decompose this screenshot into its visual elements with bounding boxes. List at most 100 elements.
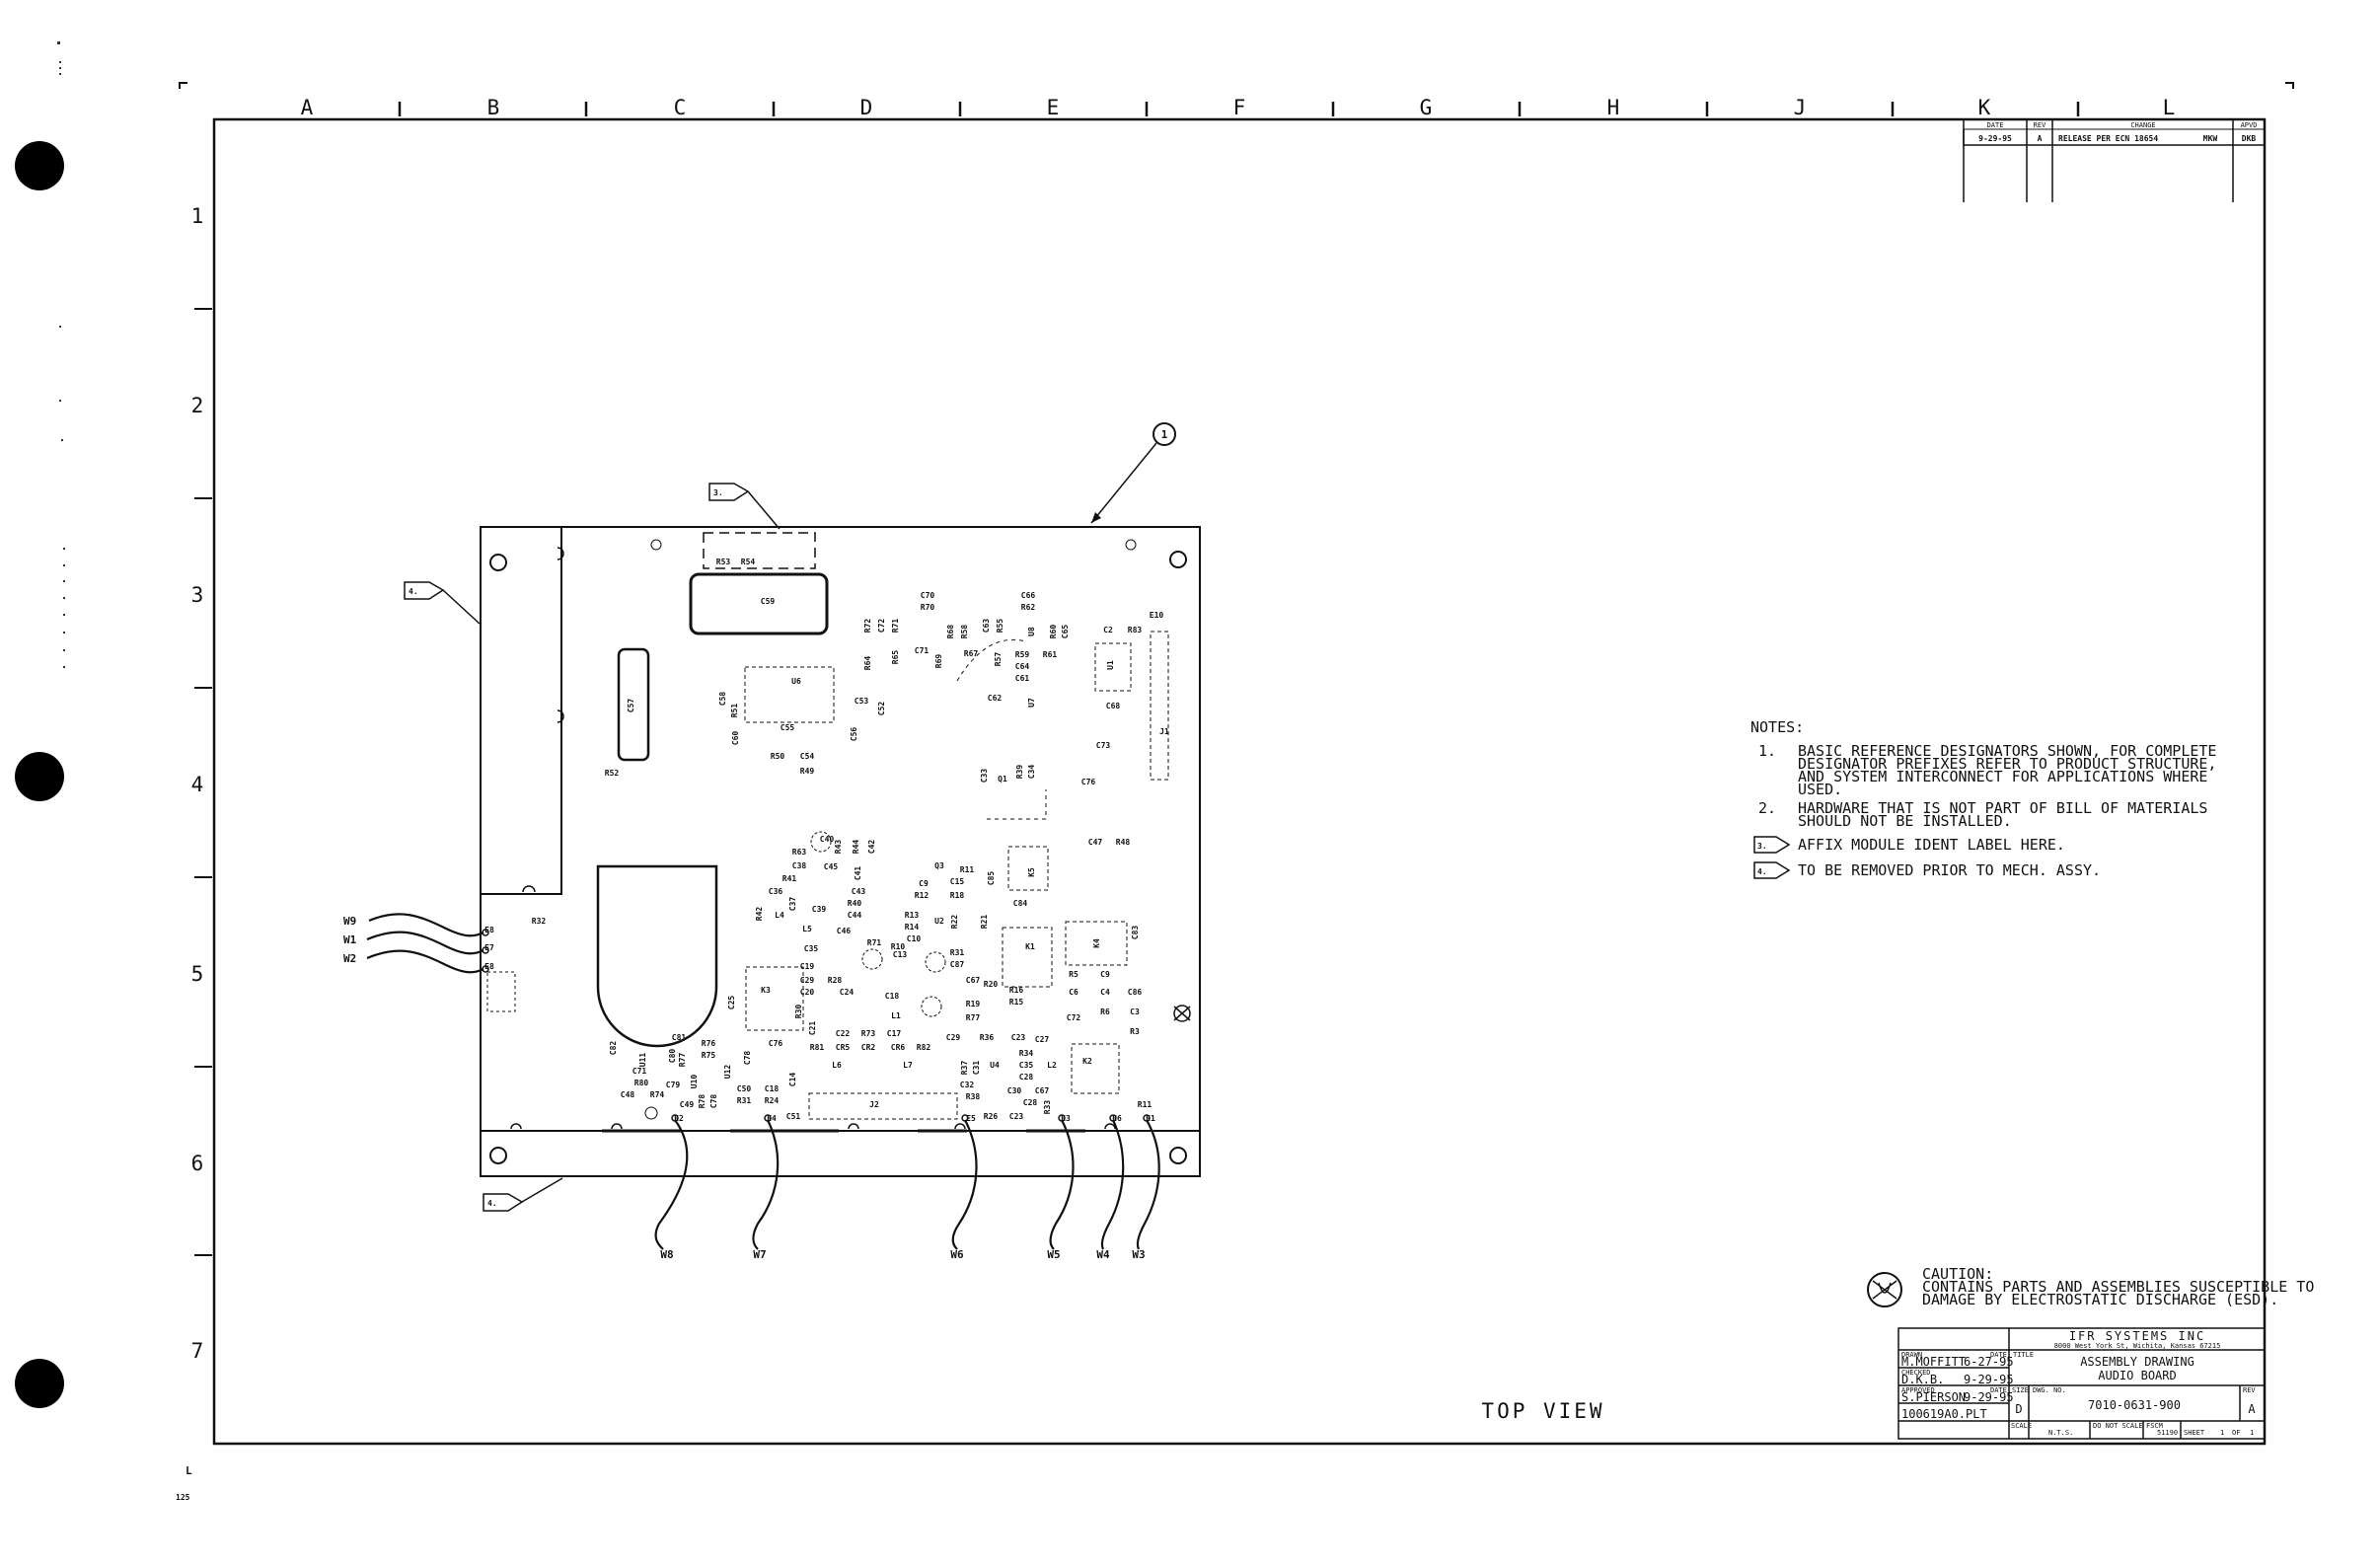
ref-designator: C39 — [812, 905, 827, 914]
wire-w9 — [368, 913, 484, 937]
of-label: OF — [2232, 1429, 2240, 1437]
ref-designator: C2 — [1103, 626, 1113, 634]
flag-3-label: 3. — [713, 488, 723, 497]
ref-designator: U7 — [1027, 698, 1036, 708]
rev-header-change: CHANGE — [2130, 121, 2155, 129]
ref-designator: C3 — [1130, 1007, 1140, 1016]
ref-designator: E7 — [484, 943, 494, 952]
ref-designator: R28 — [828, 976, 843, 985]
wire-w7 — [752, 1119, 780, 1250]
ref-designator: C76 — [1081, 778, 1096, 786]
scale-label: SCALE — [2011, 1422, 2032, 1430]
ref-designator: E6 — [1112, 1114, 1122, 1123]
wire-w1 — [366, 931, 484, 955]
ref-designator: E8 — [484, 962, 494, 971]
ref-designator: R5 — [1069, 970, 1078, 979]
ref-designator: C25 — [727, 996, 736, 1010]
ref-designator: R59 — [1015, 650, 1030, 659]
ref-designator: R76 — [702, 1039, 716, 1048]
ic-u6 — [744, 666, 835, 723]
ref-designator: L4 — [775, 911, 784, 920]
rev-by: MKW — [2203, 134, 2218, 143]
ref-designator: R50 — [771, 752, 785, 761]
connector-j1 — [1150, 631, 1169, 781]
ref-designator: C20 — [800, 988, 815, 997]
drawn-by: M.MOFFITT — [1901, 1355, 1966, 1369]
ref-designator: R78 — [698, 1094, 707, 1109]
rev-header-apvd: APVD — [2241, 121, 2258, 129]
drawn-date: 6-27-95 — [1964, 1355, 2014, 1369]
ref-designator: C40 — [820, 835, 835, 844]
ref-designator: C66 — [1021, 591, 1036, 600]
ref-designator: R81 — [810, 1043, 825, 1052]
ref-designator: E8 — [484, 926, 494, 934]
corner-mark-top-right — [2285, 82, 2294, 89]
ref-designator: R43 — [834, 840, 843, 855]
ref-designator: C72 — [1067, 1013, 1081, 1022]
relay-k2 — [1071, 1043, 1120, 1094]
ref-designator: E3 — [1061, 1114, 1071, 1123]
sheet-total: 1 — [2250, 1429, 2254, 1437]
ref-designator: R72 — [863, 619, 872, 634]
note-1-number: 1. — [1758, 742, 1776, 760]
ref-designator: C81 — [672, 1033, 687, 1042]
ref-designator: C28 — [1023, 1098, 1038, 1107]
ref-designator: C41 — [854, 866, 862, 881]
view-label: TOP VIEW — [1481, 1399, 1604, 1423]
ref-designator: C67 — [966, 976, 981, 985]
ref-designator: C76 — [769, 1039, 783, 1048]
margin-mark: L — [186, 1464, 192, 1477]
wire-label: W3 — [1132, 1248, 1145, 1261]
ref-designator: C21 — [808, 1021, 817, 1036]
ref-designator: R48 — [1116, 838, 1131, 847]
ref-designator: CR6 — [891, 1043, 906, 1052]
col-label: F — [1233, 96, 1246, 119]
row-label: 3 — [191, 583, 204, 607]
ref-designator: R21 — [980, 915, 989, 930]
ref-designator: R64 — [863, 656, 872, 671]
wire-label: W7 — [753, 1248, 766, 1261]
ref-designator: R16 — [1009, 986, 1024, 995]
checked-by: D.K.B. — [1901, 1373, 1944, 1386]
ref-designator: R44 — [852, 840, 860, 855]
ref-designator: R33 — [1043, 1100, 1052, 1115]
date-label: DATE — [1990, 1386, 2007, 1394]
ref-designator: U11 — [638, 1053, 647, 1068]
ref-designator: C32 — [960, 1081, 975, 1089]
wire-w5 — [1049, 1119, 1075, 1250]
ref-designator: C87 — [950, 960, 965, 969]
ref-designator: K3 — [761, 986, 771, 995]
ref-designator: R22 — [950, 915, 959, 930]
item-balloon-number: 1 — [1161, 428, 1168, 441]
ref-designator: R83 — [1128, 626, 1143, 634]
relay-k3 — [745, 966, 804, 1031]
ref-designator: R58 — [960, 625, 969, 639]
company-address: 8000 West York St, Wichita, Kansas 67215 — [2054, 1342, 2221, 1350]
ref-designator: C6 — [1069, 988, 1078, 997]
ref-designator: R39 — [1015, 765, 1024, 780]
pcb-assembly — [480, 526, 1201, 1177]
revision-block: DATE REV CHANGE APVD 9-29-95 A RELEASE P… — [1963, 118, 2266, 202]
ref-designator: C9 — [1100, 970, 1110, 979]
ref-designator: C58 — [718, 692, 727, 707]
ref-designator: R13 — [905, 911, 920, 920]
wire-labels: W9 W1 W2 W8 W7 W6 W5 W4 W3 — [343, 915, 1146, 1261]
ref-designator: C45 — [824, 862, 839, 871]
note-1-line: BASIC REFERENCE DESIGNATORS SHOWN, FOR C… — [1798, 742, 2216, 760]
ref-designator: C71 — [632, 1067, 647, 1076]
wire-label: W8 — [660, 1248, 673, 1261]
capacitor-c59 — [689, 572, 829, 635]
wire-w2 — [366, 949, 484, 974]
ref-designator: C65 — [1061, 625, 1070, 639]
ref-designator: R73 — [861, 1029, 876, 1038]
col-label: G — [1420, 96, 1433, 119]
ref-designator: R14 — [905, 923, 920, 932]
item-balloon: 1 — [1090, 422, 1176, 524]
ref-designator: C38 — [792, 861, 807, 870]
ref-designator: CR5 — [836, 1043, 851, 1052]
mounting-hole — [1169, 551, 1187, 568]
ref-designator: R62 — [1021, 603, 1036, 612]
ref-designator: R36 — [980, 1033, 995, 1042]
